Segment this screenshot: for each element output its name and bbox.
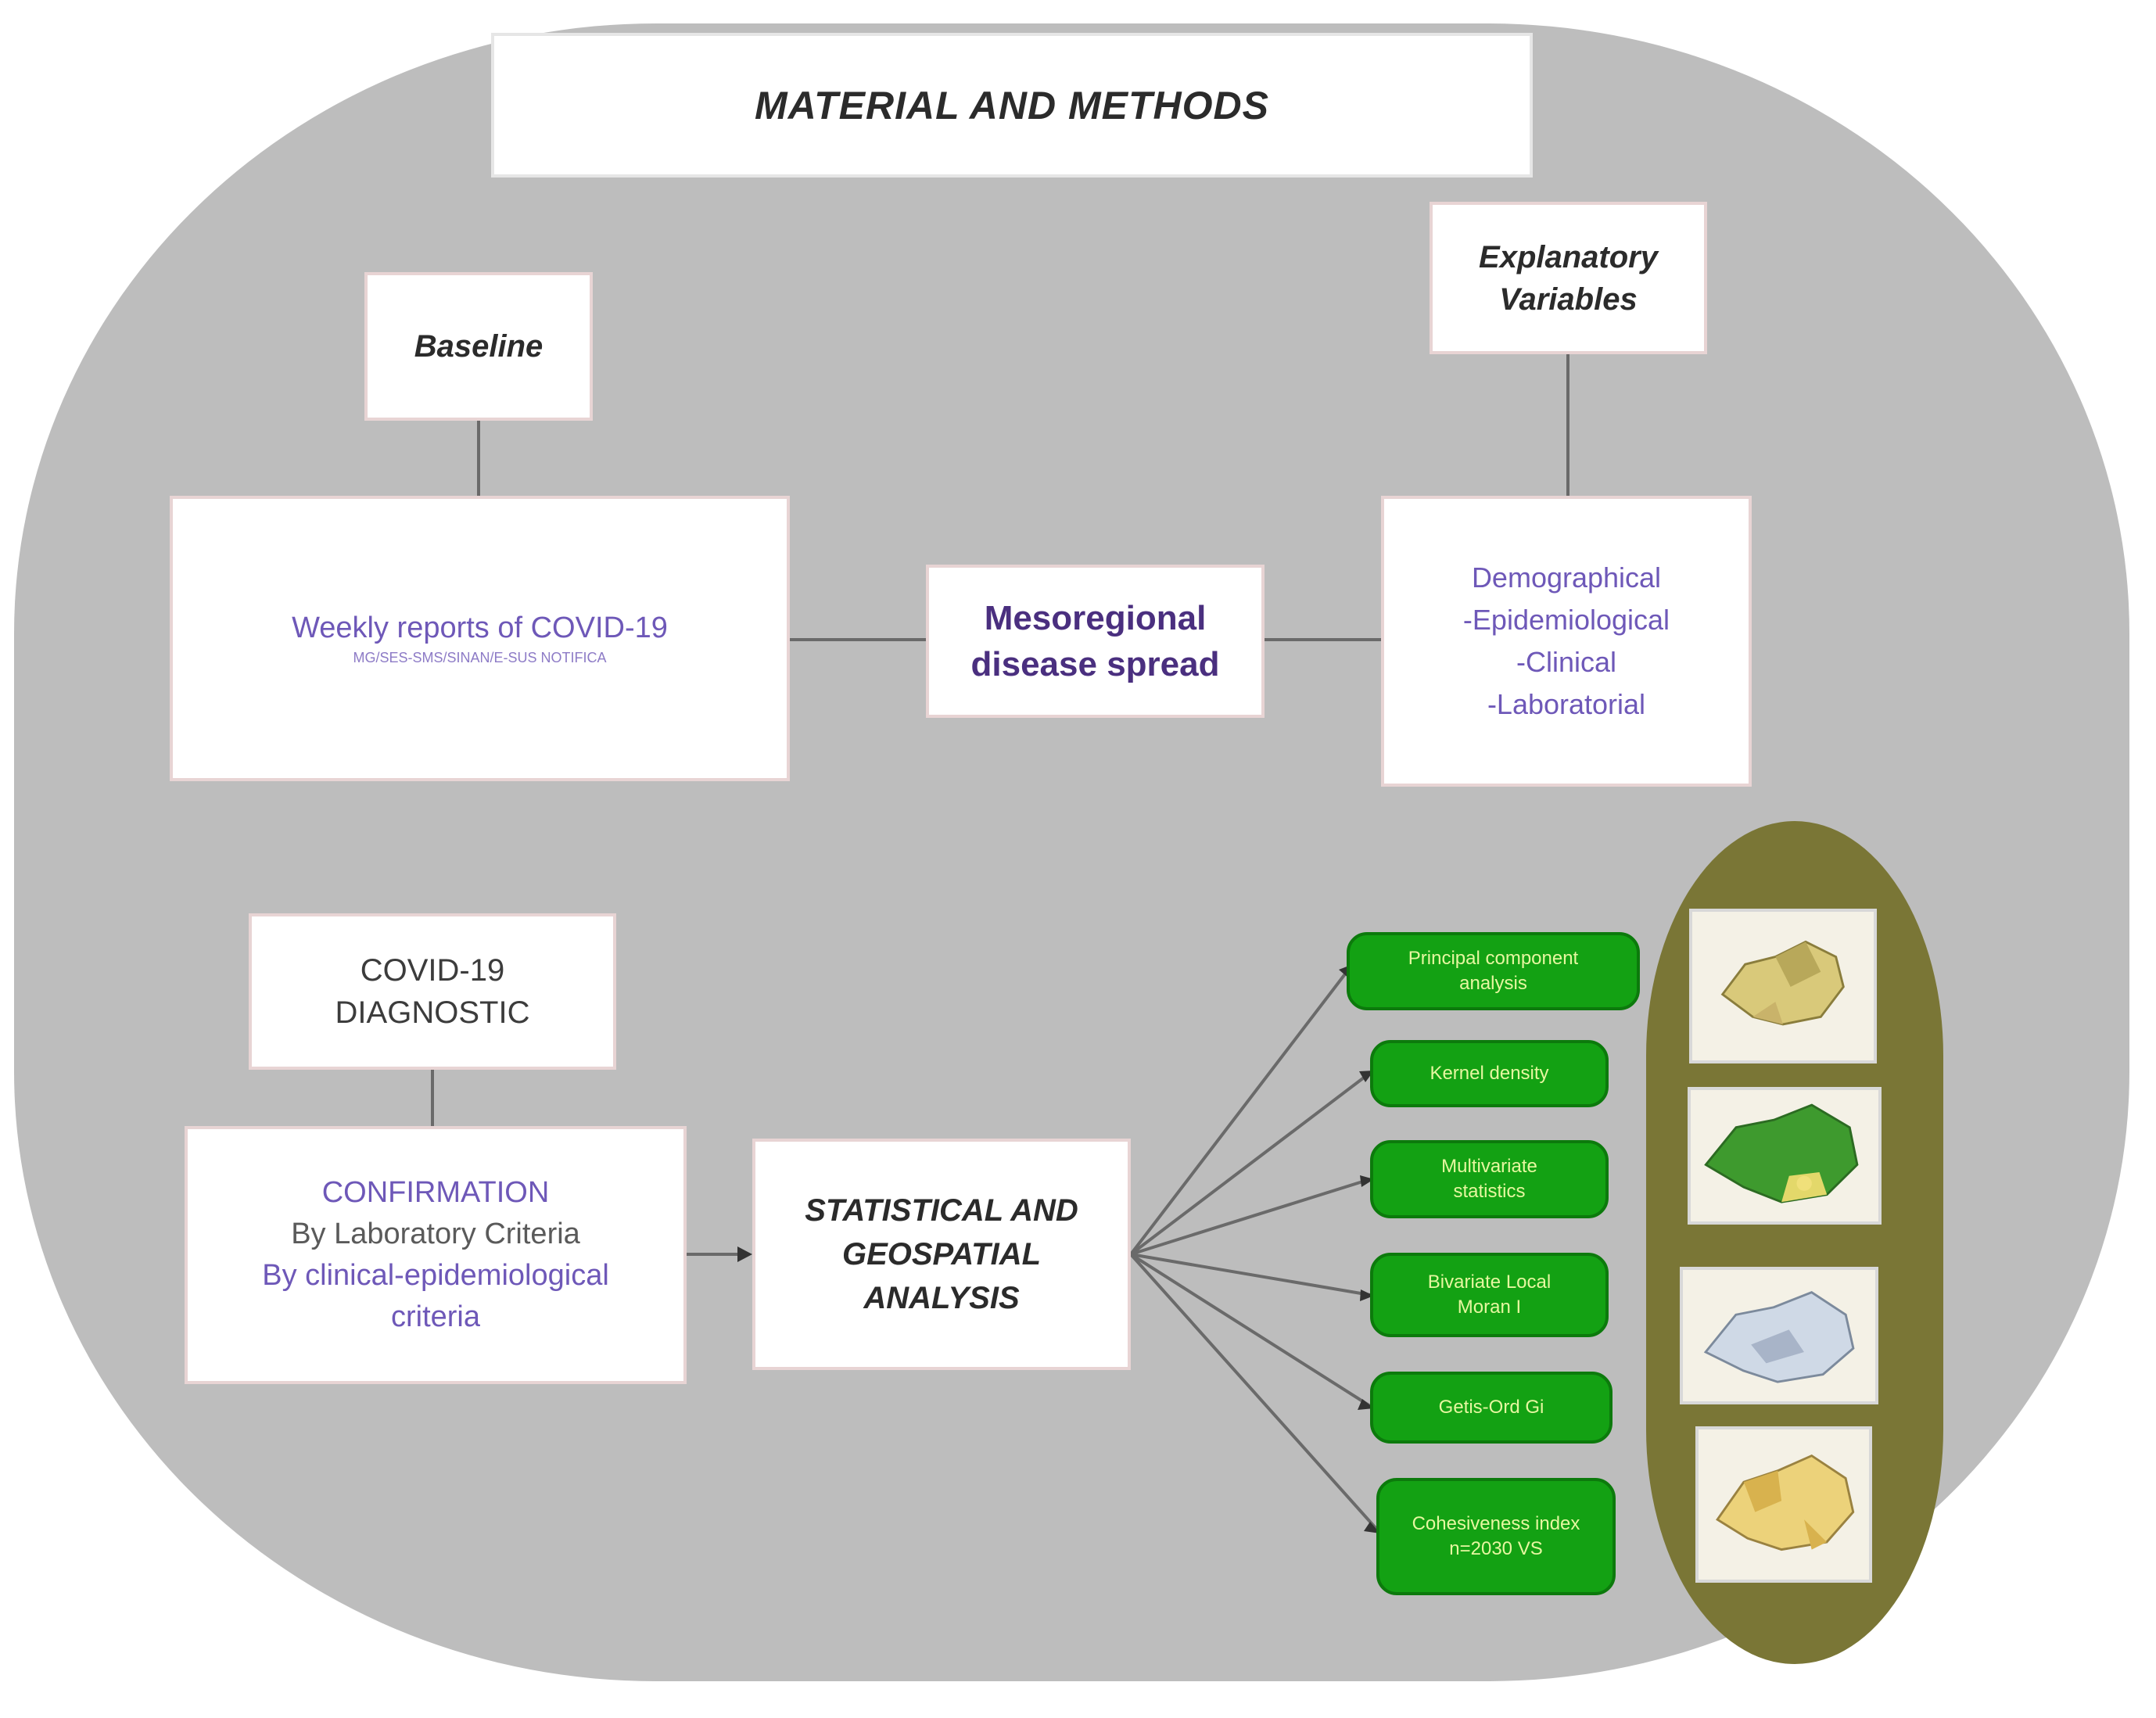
- explanatory-variables-box: Explanatory Variables: [1430, 202, 1707, 354]
- method-multivariate-line1: Multivariate: [1441, 1155, 1537, 1177]
- explanatory-label-line2: Variables: [1499, 282, 1638, 317]
- weekly-reports-box: Weekly reports of COVID-19 MG/SES-SMS/SI…: [170, 496, 790, 781]
- method-pca-line2: analysis: [1459, 973, 1527, 994]
- mesoregional-line2: disease spread: [970, 645, 1220, 683]
- map-pca-icon: [1689, 909, 1877, 1063]
- method-kernel-label: Kernel density: [1430, 1062, 1549, 1084]
- confirmation-line2: By clinical-epidemiological: [262, 1259, 609, 1292]
- page-title: MATERIAL AND METHODS: [755, 83, 1269, 127]
- variable-item: -Laboratorial: [1487, 688, 1646, 720]
- method-moran-line2: Moran I: [1457, 1297, 1522, 1318]
- method-pca-line1: Principal component: [1408, 947, 1579, 969]
- diagnostic-box: COVID-19 DIAGNOSTIC: [249, 913, 616, 1070]
- method-cohesiveness: Cohesiveness index n=2030 VS: [1376, 1478, 1616, 1595]
- method-kernel: Kernel density: [1370, 1040, 1609, 1107]
- mesoregional-box: Mesoregional disease spread: [926, 565, 1265, 718]
- variable-item: -Epidemiological: [1462, 604, 1670, 636]
- statistical-analysis-box: STATISTICAL AND GEOSPATIAL ANALYSIS: [752, 1139, 1131, 1370]
- weekly-reports-label: Weekly reports of COVID-19: [292, 611, 668, 644]
- statistical-line1: STATISTICAL AND: [805, 1193, 1078, 1228]
- weekly-reports-source: MG/SES-SMS/SINAN/E-SUS NOTIFICA: [353, 649, 607, 665]
- diagnostic-line1: COVID-19: [360, 953, 505, 988]
- statistical-line2: GEOSPATIAL: [841, 1237, 1042, 1271]
- confirmation-box: CONFIRMATION By Laboratory Criteria By c…: [185, 1126, 687, 1384]
- baseline-box: Baseline: [364, 272, 593, 421]
- variable-item: -Clinical: [1516, 646, 1617, 678]
- method-getis: Getis-Ord Gi: [1370, 1372, 1613, 1444]
- title-box: MATERIAL AND METHODS: [491, 33, 1533, 178]
- method-getis-label: Getis-Ord Gi: [1438, 1396, 1544, 1418]
- map-kernel-icon: [1688, 1087, 1882, 1225]
- method-multivariate: Multivariate statistics: [1370, 1140, 1609, 1218]
- variables-list-box: Demographical -Epidemiological -Clinical…: [1381, 496, 1752, 787]
- explanatory-label-line1: Explanatory: [1479, 239, 1658, 274]
- method-cohesiveness-line2: n=2030 VS: [1449, 1538, 1543, 1559]
- diagnostic-line2: DIAGNOSTIC: [335, 995, 530, 1030]
- baseline-label: Baseline: [414, 329, 543, 364]
- map-moran-icon: [1680, 1267, 1878, 1404]
- confirmation-heading: CONFIRMATION: [321, 1175, 550, 1209]
- variable-item: Demographical: [1471, 561, 1662, 594]
- method-moran-line1: Bivariate Local: [1427, 1271, 1552, 1293]
- confirmation-line1: By Laboratory Criteria: [291, 1217, 580, 1250]
- method-pca: Principal component analysis: [1347, 932, 1640, 1010]
- map-getis-icon: [1695, 1426, 1872, 1583]
- confirmation-line3: criteria: [390, 1300, 481, 1334]
- method-multivariate-line2: statistics: [1453, 1181, 1526, 1202]
- method-cohesiveness-line1: Cohesiveness index: [1412, 1512, 1580, 1534]
- statistical-line3: ANALYSIS: [863, 1281, 1020, 1315]
- mesoregional-line1: Mesoregional: [984, 598, 1207, 637]
